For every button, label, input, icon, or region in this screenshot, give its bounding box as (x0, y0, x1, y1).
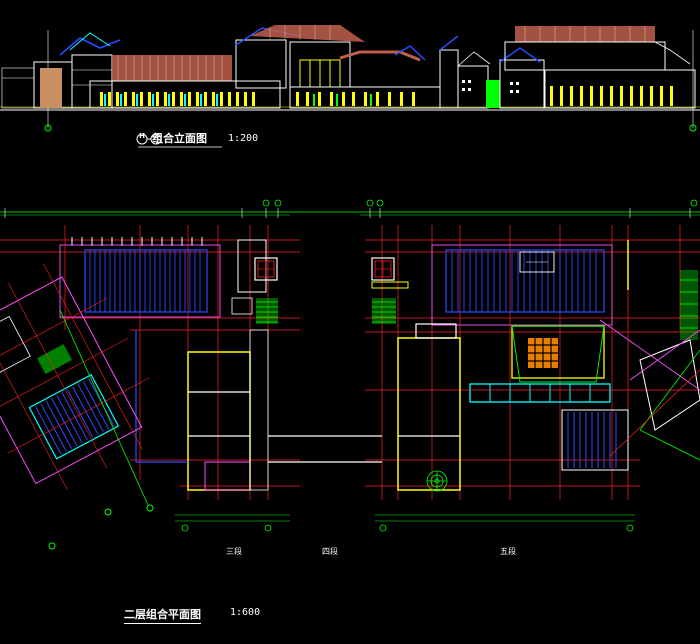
elevation-grid-left-label: H (139, 132, 145, 140)
plan-scale: 1:600 (230, 607, 261, 618)
plan-section-label: 五段 (500, 547, 516, 556)
elevation-scale: 1:200 (228, 133, 259, 144)
plan-section-label: 四段 (322, 547, 338, 556)
elevation-title-text: 组合立面图 (152, 132, 207, 145)
elevation-grid-right-label: I (154, 132, 158, 140)
plan-section-label: 三段 (226, 547, 242, 556)
plan-title: 二层组合平面图 (124, 606, 201, 624)
elevation-drawing (0, 25, 700, 132)
plan-drawing (0, 199, 700, 550)
